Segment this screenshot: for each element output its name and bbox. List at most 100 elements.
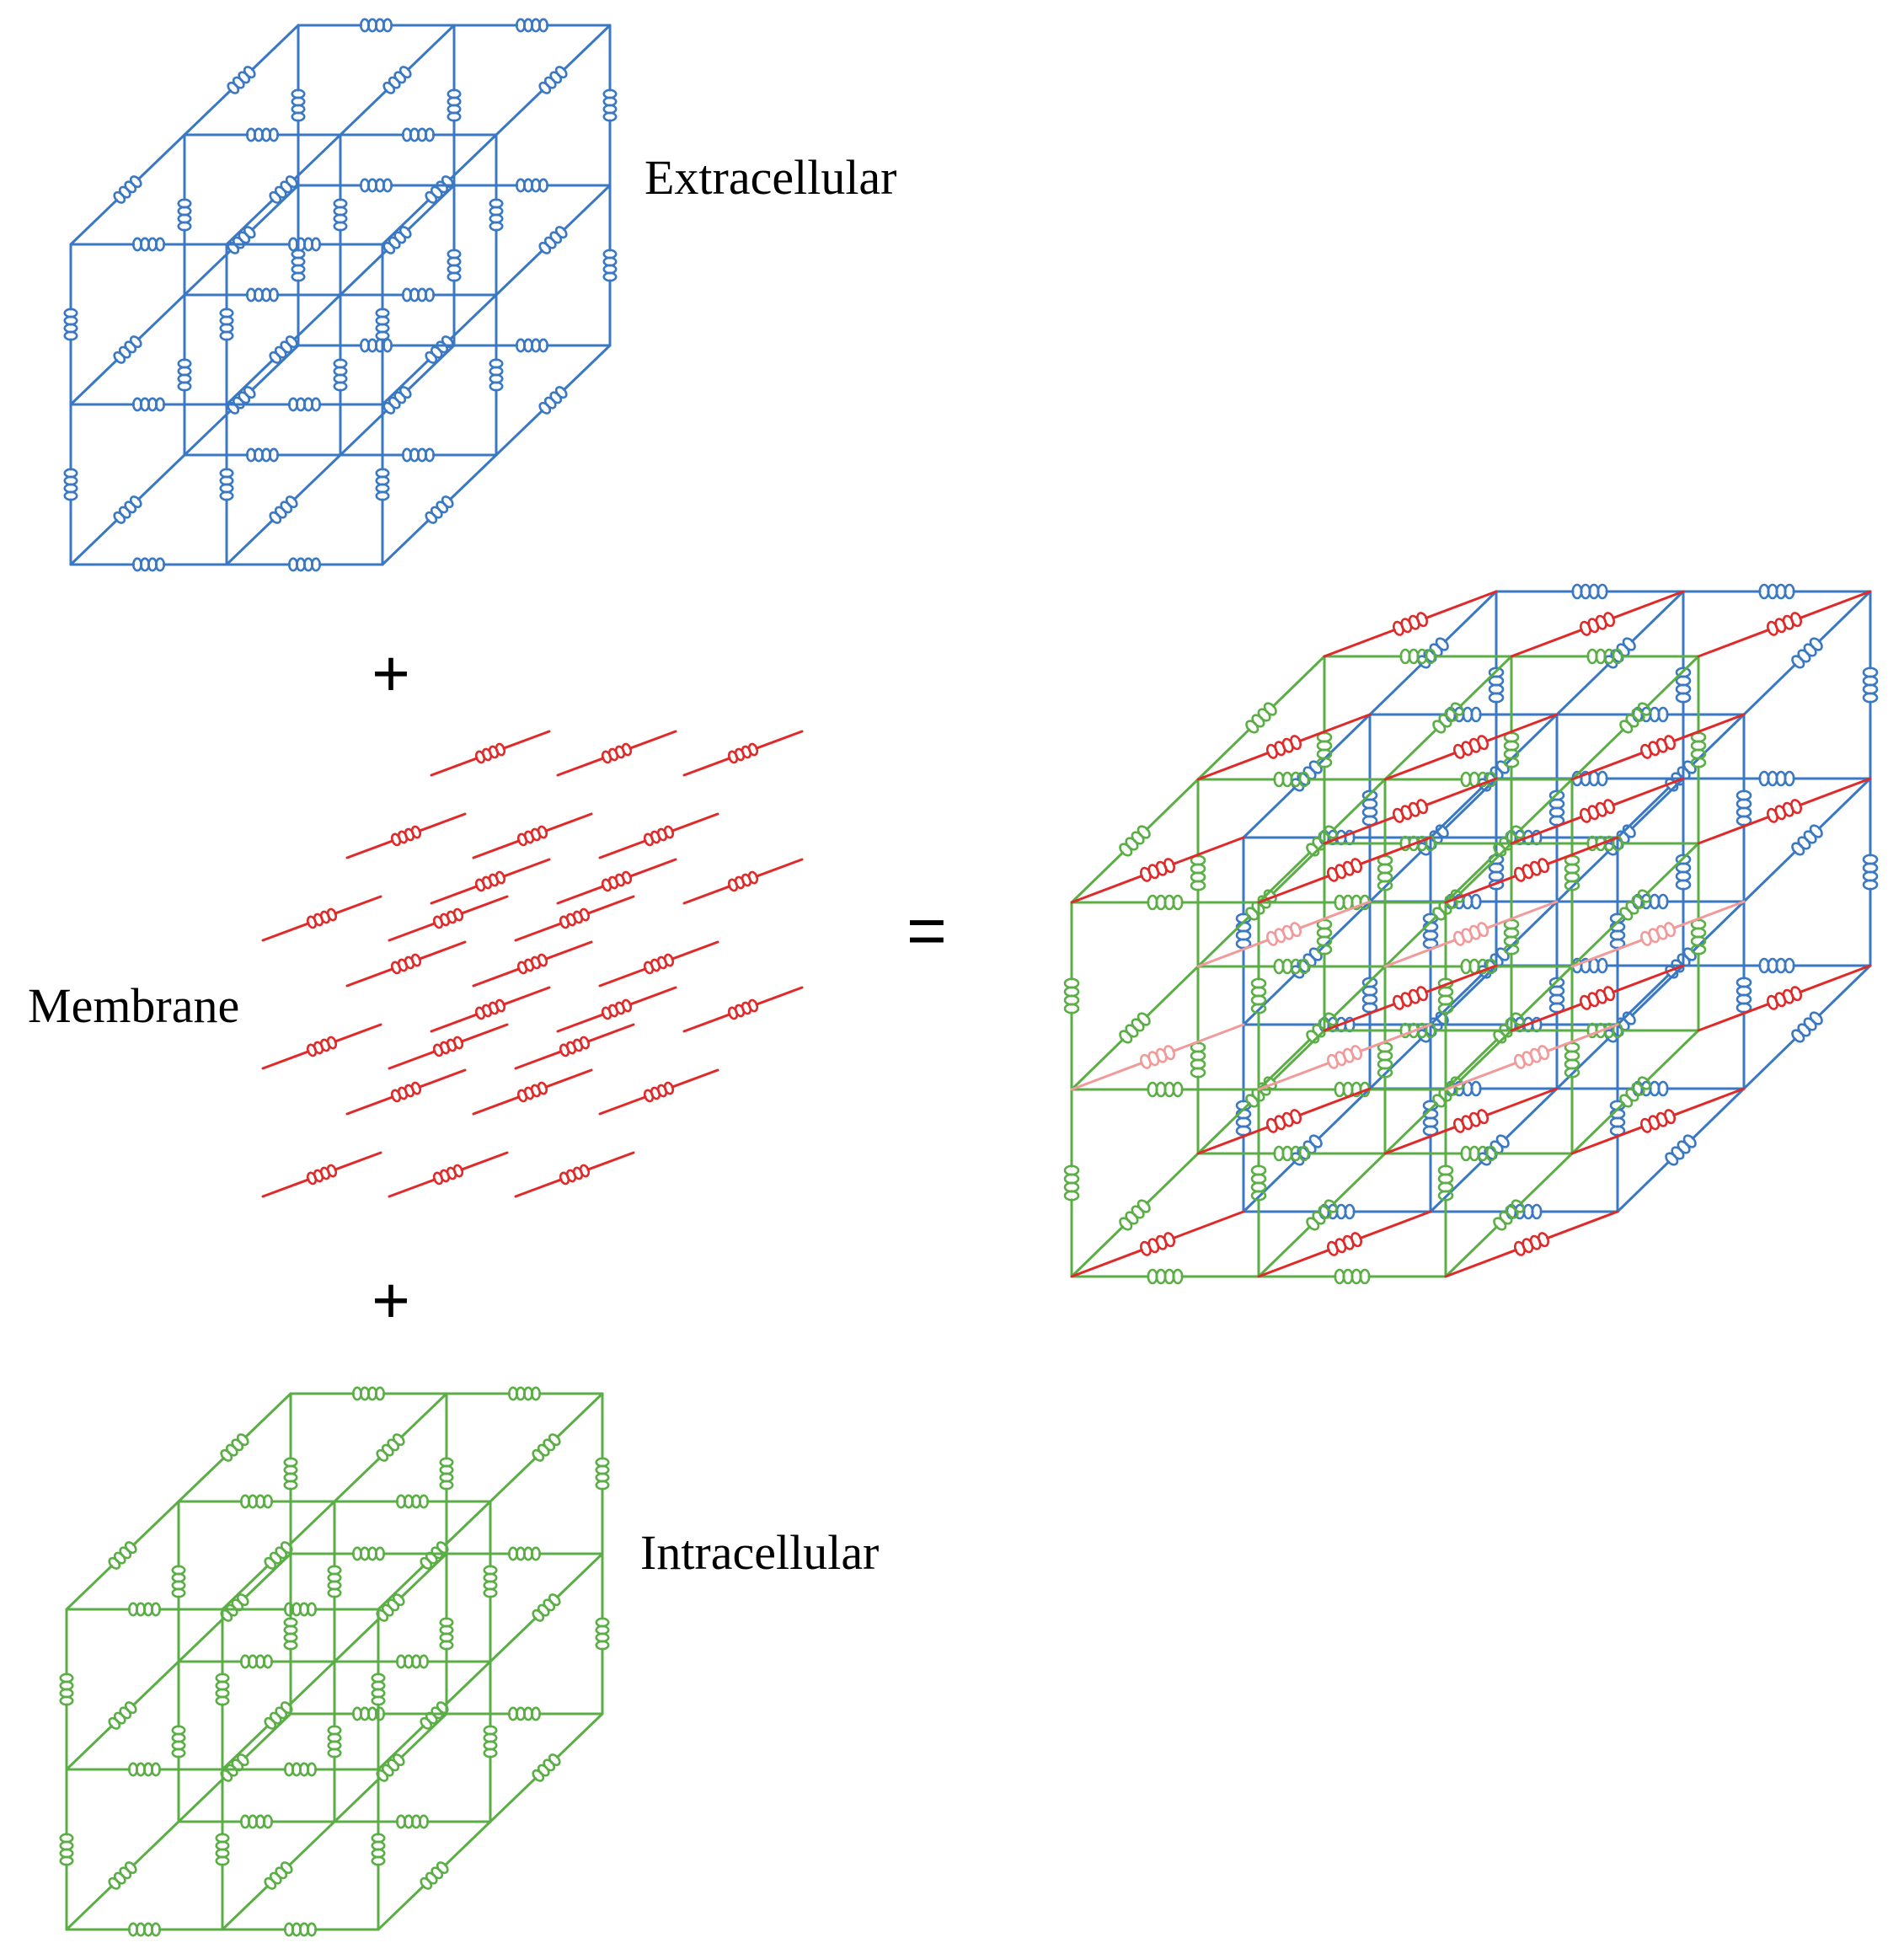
combined-membrane-element [1323,964,1498,1032]
membrane-element [472,940,593,988]
extracellular-x-element [339,447,498,463]
intracellular-z-element [333,1712,448,1823]
combined-intracellular-y-element [1564,965,1580,1155]
combined-membrane-element [1196,1087,1372,1155]
combined-intracellular-y-element [1190,778,1206,968]
membrane-element [261,1151,382,1198]
extracellular-z-element [183,24,300,136]
membrane-element [430,858,551,905]
membrane-element [682,986,804,1033]
membrane-element [261,1023,382,1070]
combined-intracellular-z-element [1444,778,1574,904]
intracellular-y-element [283,1392,298,1555]
membrane-element [682,730,804,777]
intracellular-y-element [327,1660,342,1823]
combined-intracellular-z-element [1196,655,1326,781]
membrane-element [472,812,593,859]
combined-membrane-element [1444,836,1619,904]
combined-intracellular-z-element [1196,842,1326,968]
combined-bidomain-lattice [1063,583,1879,1285]
membrane-label: Membrane [28,978,239,1033]
membrane-element [345,940,467,988]
combined-intracellular-z-element [1070,965,1200,1091]
extracellular-z-element [225,293,342,406]
intracellular-x-element [289,1386,448,1401]
membrane-element [345,812,467,859]
combined-extracellular-x-element [1682,770,1872,787]
combined-intracellular-x-element [1196,958,1387,975]
intracellular-x-element [445,1706,604,1721]
combined-extracellular-y-element [1675,590,1692,780]
intracellular-y-element [171,1500,186,1663]
extracellular-x-element [339,287,498,302]
combined-membrane-element [1323,777,1498,845]
intracellular-y-element [283,1552,298,1716]
membrane-element [514,1023,635,1070]
membrane-element [556,858,677,905]
combined-membrane-element [1697,590,1872,658]
intracellular-z-element [177,1552,292,1663]
combined-extracellular-z-element [1742,777,1872,903]
combined-membrane-element [1070,836,1245,904]
intracellular-y-element [215,1768,230,1931]
extracellular-z-element [183,344,300,457]
extracellular-y-element [602,184,618,347]
intracellular-x-element [65,1602,224,1617]
intracellular-x-element [65,1922,224,1937]
membrane-element [388,1023,509,1070]
extracellular-x-element [69,557,228,572]
intracellular-z-element [65,1660,180,1771]
combined-extracellular-y-element [1235,1023,1252,1213]
combined-membrane-element [1070,1023,1245,1091]
combined-intracellular-x-element [1383,1145,1574,1162]
combined-intracellular-x-element [1070,1081,1260,1098]
extracellular-y-element [291,184,306,347]
combined-membrane-element [1510,964,1685,1032]
combined-membrane-element [1697,777,1872,845]
membrane-element [556,986,677,1033]
extracellular-z-element [225,453,342,566]
combined-intracellular-y-element [1690,842,1707,1032]
combined-extracellular-z-element [1742,964,1872,1090]
extracellular-x-element [183,127,342,142]
combined-extracellular-z-element [1742,590,1872,716]
intracellular-x-element [289,1706,448,1721]
combined-extracellular-z-element [1242,713,1372,839]
extracellular-z-element [69,133,186,246]
combined-intracellular-z-element [1257,965,1387,1091]
combined-membrane-element [1510,777,1685,845]
extracellular-x-element [69,237,228,252]
intracellular-lattice [59,1386,610,1937]
combined-intracellular-y-element [1564,778,1580,968]
intracellular-z-element [377,1500,492,1611]
intracellular-y-element [59,1768,74,1931]
intracellular-x-element [177,1654,336,1669]
intracellular-z-element [65,1500,180,1611]
combined-intracellular-z-element [1383,655,1513,781]
intracellular-z-element [377,1660,492,1771]
combined-intracellular-z-element [1196,1029,1326,1155]
intracellular-z-element [177,1712,292,1823]
combined-intracellular-z-element [1383,842,1513,968]
intracellular-z-element [65,1820,180,1931]
extracellular-x-element [225,397,384,412]
extracellular-z-element [339,344,456,457]
combined-membrane-element [1257,1210,1432,1278]
combined-membrane-element [1444,1023,1619,1091]
combined-intracellular-x-element [1196,1145,1387,1162]
intracellular-y-element [215,1608,230,1771]
combined-extracellular-z-element [1616,713,1746,839]
membrane-element [598,812,719,859]
combined-intracellular-y-element [1503,655,1520,845]
extracellular-y-element [489,133,504,297]
plus-operator-bottom: + [372,1263,410,1337]
membrane-element [598,1068,719,1116]
membrane-element [598,940,719,988]
extracellular-z-element [495,184,612,297]
combined-membrane-element [1257,836,1432,904]
intracellular-z-element [221,1660,336,1771]
combined-intracellular-x-element [1383,771,1574,788]
extracellular-x-element [183,447,342,463]
combined-extracellular-y-element [1675,777,1692,967]
